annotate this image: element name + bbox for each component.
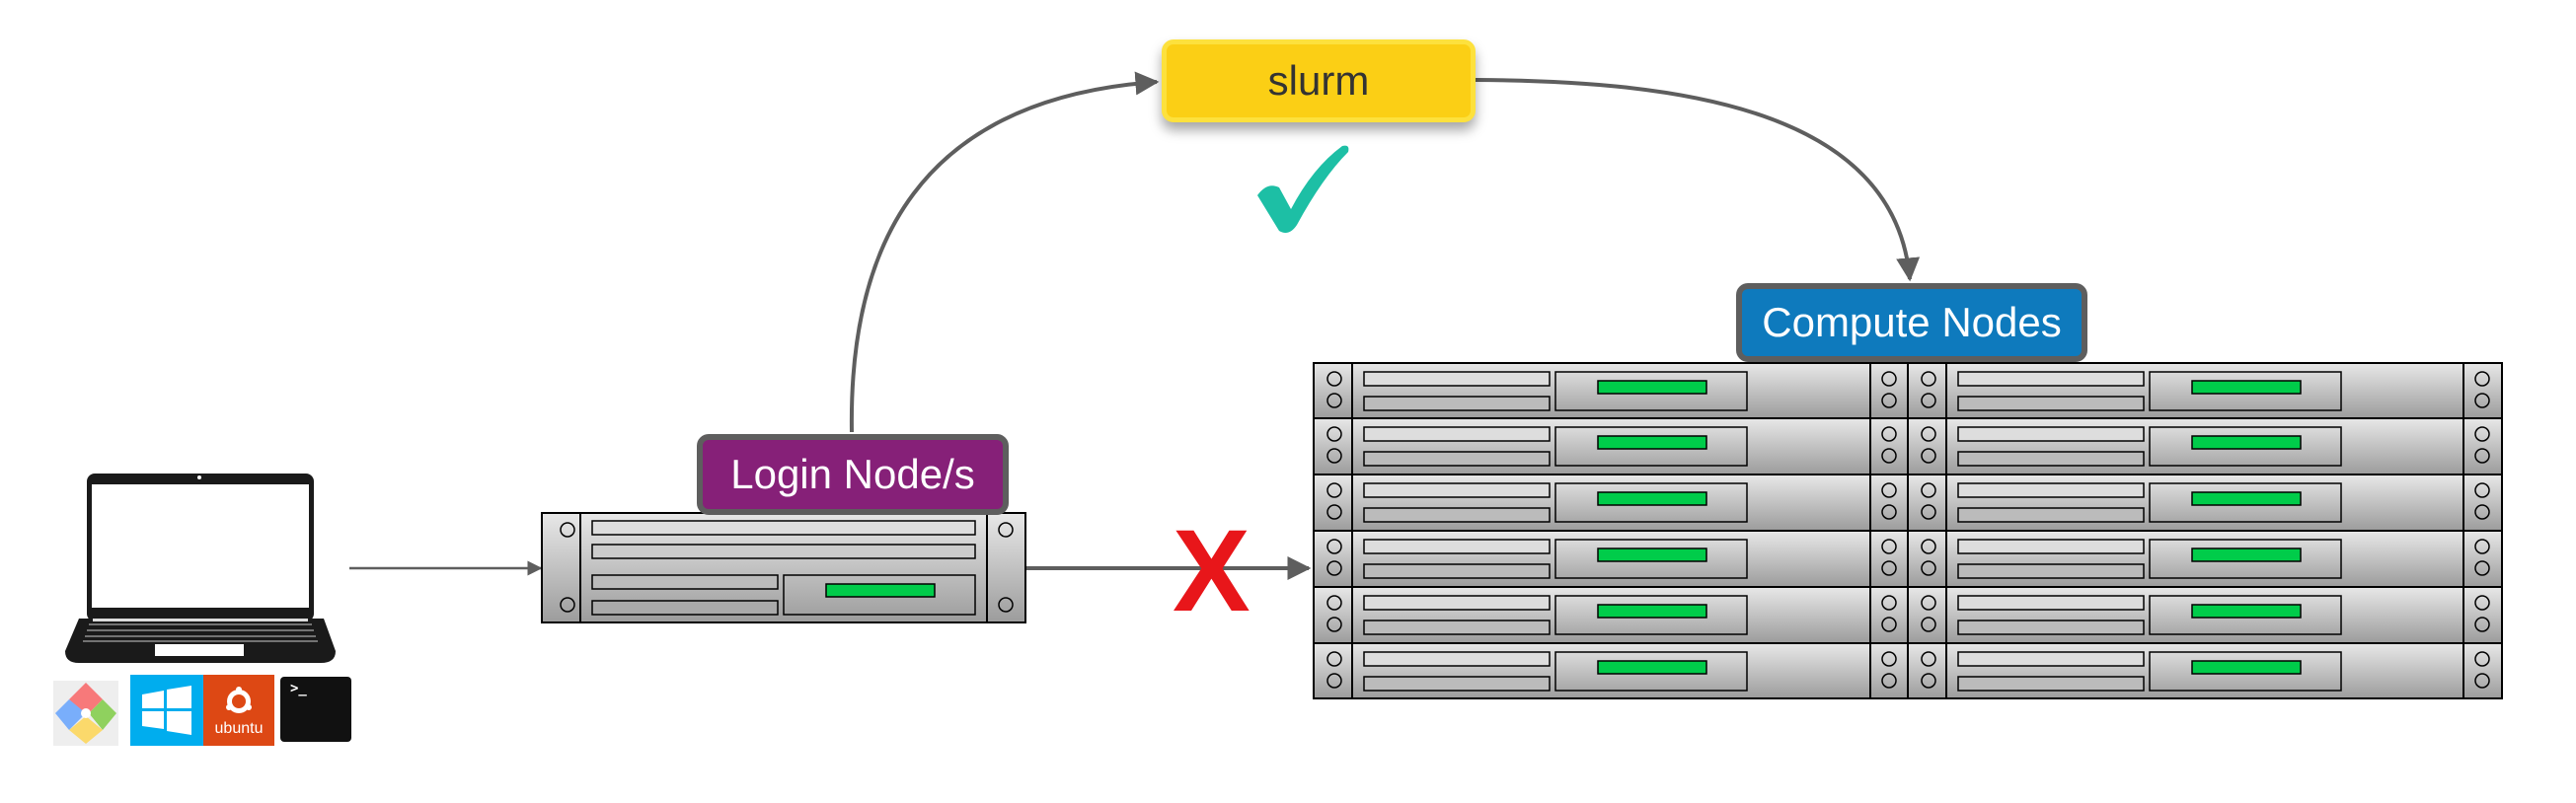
compute-server bbox=[1907, 417, 2503, 475]
status-led bbox=[1597, 380, 1707, 395]
status-led bbox=[2191, 548, 2302, 562]
windows-icon bbox=[130, 675, 203, 746]
compute-server bbox=[1313, 474, 1910, 532]
status-led bbox=[1597, 435, 1707, 450]
status-led bbox=[2191, 435, 2302, 450]
status-led bbox=[1597, 491, 1707, 506]
slurm-scheduler-label[interactable]: slurm bbox=[1162, 39, 1476, 122]
terminal-prompt: >_ bbox=[290, 681, 307, 696]
laptop-icon bbox=[65, 474, 336, 663]
status-led bbox=[1597, 604, 1707, 619]
compute-server bbox=[1313, 362, 1910, 419]
git-icon bbox=[53, 681, 118, 746]
edge-login-slurm bbox=[849, 71, 1160, 433]
compute-server bbox=[1313, 530, 1910, 588]
status-led bbox=[2191, 380, 2302, 395]
check-icon bbox=[1257, 145, 1349, 233]
login-node-label[interactable]: Login Node/s bbox=[697, 434, 1009, 515]
status-led bbox=[2191, 491, 2302, 506]
compute-server bbox=[1907, 474, 2503, 532]
terminal-icon: >_ bbox=[280, 677, 351, 742]
ubuntu-label: ubuntu bbox=[214, 720, 264, 737]
compute-server bbox=[1313, 642, 1910, 699]
compute-server bbox=[1907, 586, 2503, 644]
status-led bbox=[2191, 660, 2302, 675]
compute-nodes-label[interactable]: Compute Nodes bbox=[1736, 283, 2087, 362]
compute-rack bbox=[1313, 362, 2503, 699]
status-led bbox=[1597, 548, 1707, 562]
edge-slurm-compute bbox=[1475, 78, 1921, 282]
ubuntu-icon: ubuntu bbox=[203, 675, 274, 746]
compute-server bbox=[1907, 530, 2503, 588]
status-led bbox=[2191, 604, 2302, 619]
compute-server bbox=[1907, 362, 2503, 419]
status-led bbox=[1597, 660, 1707, 675]
login-server bbox=[541, 512, 1026, 623]
blocked-x-icon: X bbox=[1173, 506, 1250, 636]
compute-server bbox=[1313, 586, 1910, 644]
compute-server bbox=[1313, 417, 1910, 475]
compute-server bbox=[1907, 642, 2503, 699]
